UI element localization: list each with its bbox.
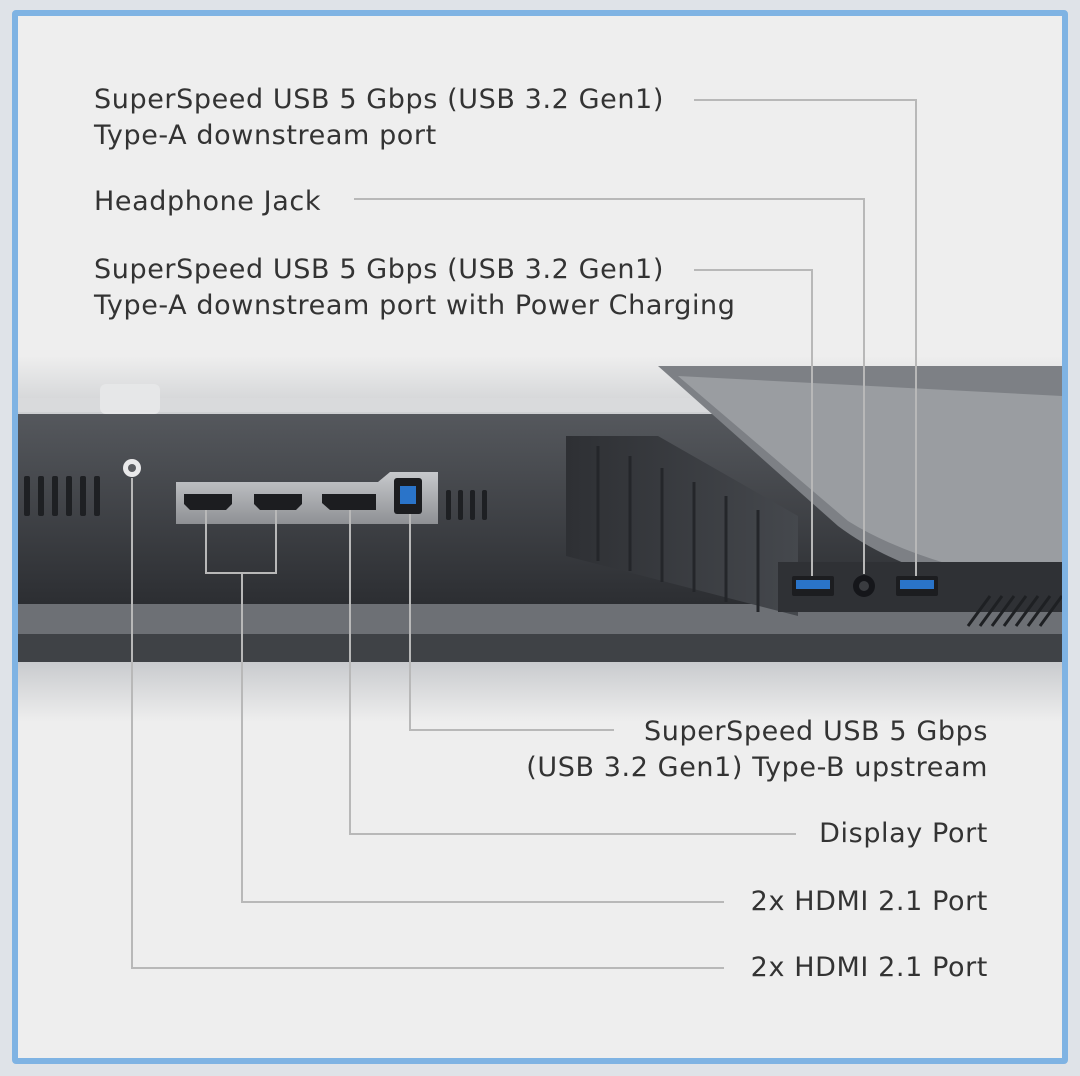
label-hdmi-1-line1: 2x HDMI 2.1 Port: [750, 886, 988, 917]
label-usb-a-downstream-line2: Type-A downstream port: [94, 120, 437, 151]
label-usb-a-downstream-line1: SuperSpeed USB 5 Gbps (USB 3.2 Gen1): [94, 84, 664, 115]
vent-right: [966, 595, 1062, 627]
leader-usb-a-top: [694, 99, 917, 576]
stand-ribs: [596, 446, 760, 612]
label-headphone-jack: Headphone Jack: [94, 184, 321, 220]
label-usb-a-charging: SuperSpeed USB 5 Gbps (USB 3.2 Gen1) Typ…: [94, 252, 736, 324]
vent-left: [24, 476, 100, 516]
leader-hdmi-2: [131, 478, 724, 969]
label-usb-a-charging-line1: SuperSpeed USB 5 Gbps (USB 3.2 Gen1): [94, 254, 664, 285]
label-usb-b-upstream-line1: SuperSpeed USB 5 Gbps: [644, 716, 988, 747]
monitor-top-tab: [100, 384, 160, 414]
monitor-stand: [566, 436, 798, 616]
diagram-frame: SuperSpeed USB 5 Gbps (USB 3.2 Gen1) Typ…: [12, 10, 1068, 1064]
monitor-illustration: [18, 99, 1062, 969]
port-plate: [176, 472, 438, 524]
displayport-port: [322, 494, 376, 510]
label-usb-b-upstream: SuperSpeed USB 5 Gbps (USB 3.2 Gen1) Typ…: [526, 714, 988, 786]
label-usb-b-upstream-line2: (USB 3.2 Gen1) Type-B upstream: [526, 752, 988, 783]
label-usb-a-charging-line2: Type-A downstream port with Power Chargi…: [94, 290, 736, 321]
label-displayport: Display Port: [819, 816, 988, 852]
label-usb-a-downstream: SuperSpeed USB 5 Gbps (USB 3.2 Gen1) Typ…: [94, 82, 664, 154]
monitor-bottom-edge: [18, 634, 1062, 662]
hdmi-port-2: [254, 494, 302, 510]
leader-usb-b: [409, 514, 614, 731]
monitor-reflection: [18, 662, 1062, 722]
leader-lines: [131, 99, 917, 969]
leader-usb-a-charging: [694, 269, 813, 576]
leader-displayport: [349, 510, 796, 835]
label-displayport-line1: Display Port: [819, 818, 988, 849]
label-headphone-jack-line1: Headphone Jack: [94, 186, 322, 217]
hdmi-port-1: [184, 494, 232, 510]
label-hdmi-2: 2x HDMI 2.1 Port: [751, 950, 988, 986]
label-hdmi-2-line1: 2x HDMI 2.1 Port: [750, 952, 988, 983]
vent-middle: [446, 490, 487, 520]
leader-headphone: [354, 198, 865, 574]
leader-hdmi-1: [241, 573, 724, 903]
label-hdmi-1: 2x HDMI 2.1 Port: [751, 884, 988, 920]
